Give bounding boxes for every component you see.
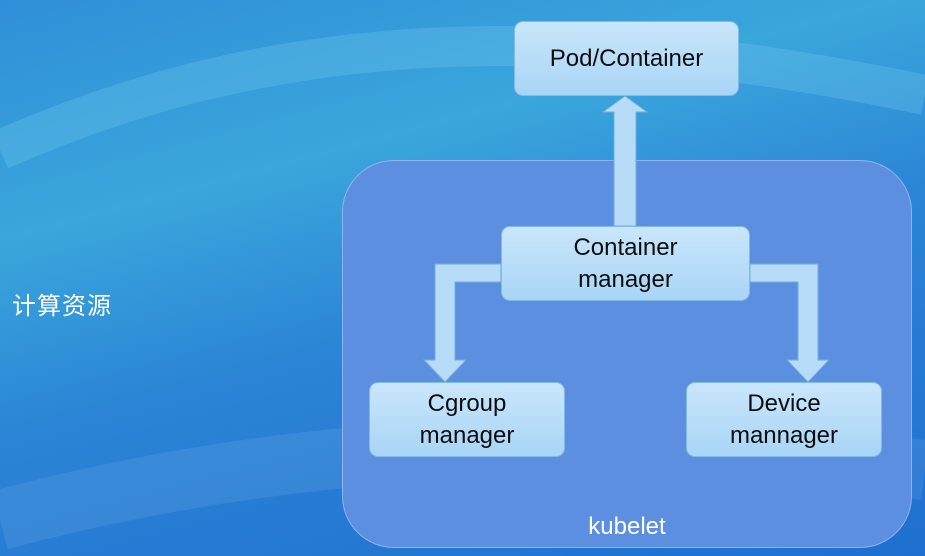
pod-container-node: Pod/Container	[514, 21, 739, 96]
cgroup-manager-label: Cgroup manager	[419, 389, 515, 449]
arrow-to-device	[749, 263, 831, 383]
pod-container-label: Pod/Container	[549, 44, 704, 72]
side-title: 计算资源	[12, 292, 112, 320]
kubelet-label: kubelet	[588, 513, 666, 540]
arrow-to-cgroup	[422, 263, 502, 383]
device-manager-label: Device mannager	[729, 389, 839, 449]
device-manager-node: Device mannager	[686, 382, 882, 457]
arrow-to-pod	[601, 95, 649, 227]
cgroup-manager-node: Cgroup manager	[369, 382, 565, 457]
container-manager-label: Container manager	[573, 233, 678, 293]
container-manager-node: Container manager	[501, 226, 750, 301]
